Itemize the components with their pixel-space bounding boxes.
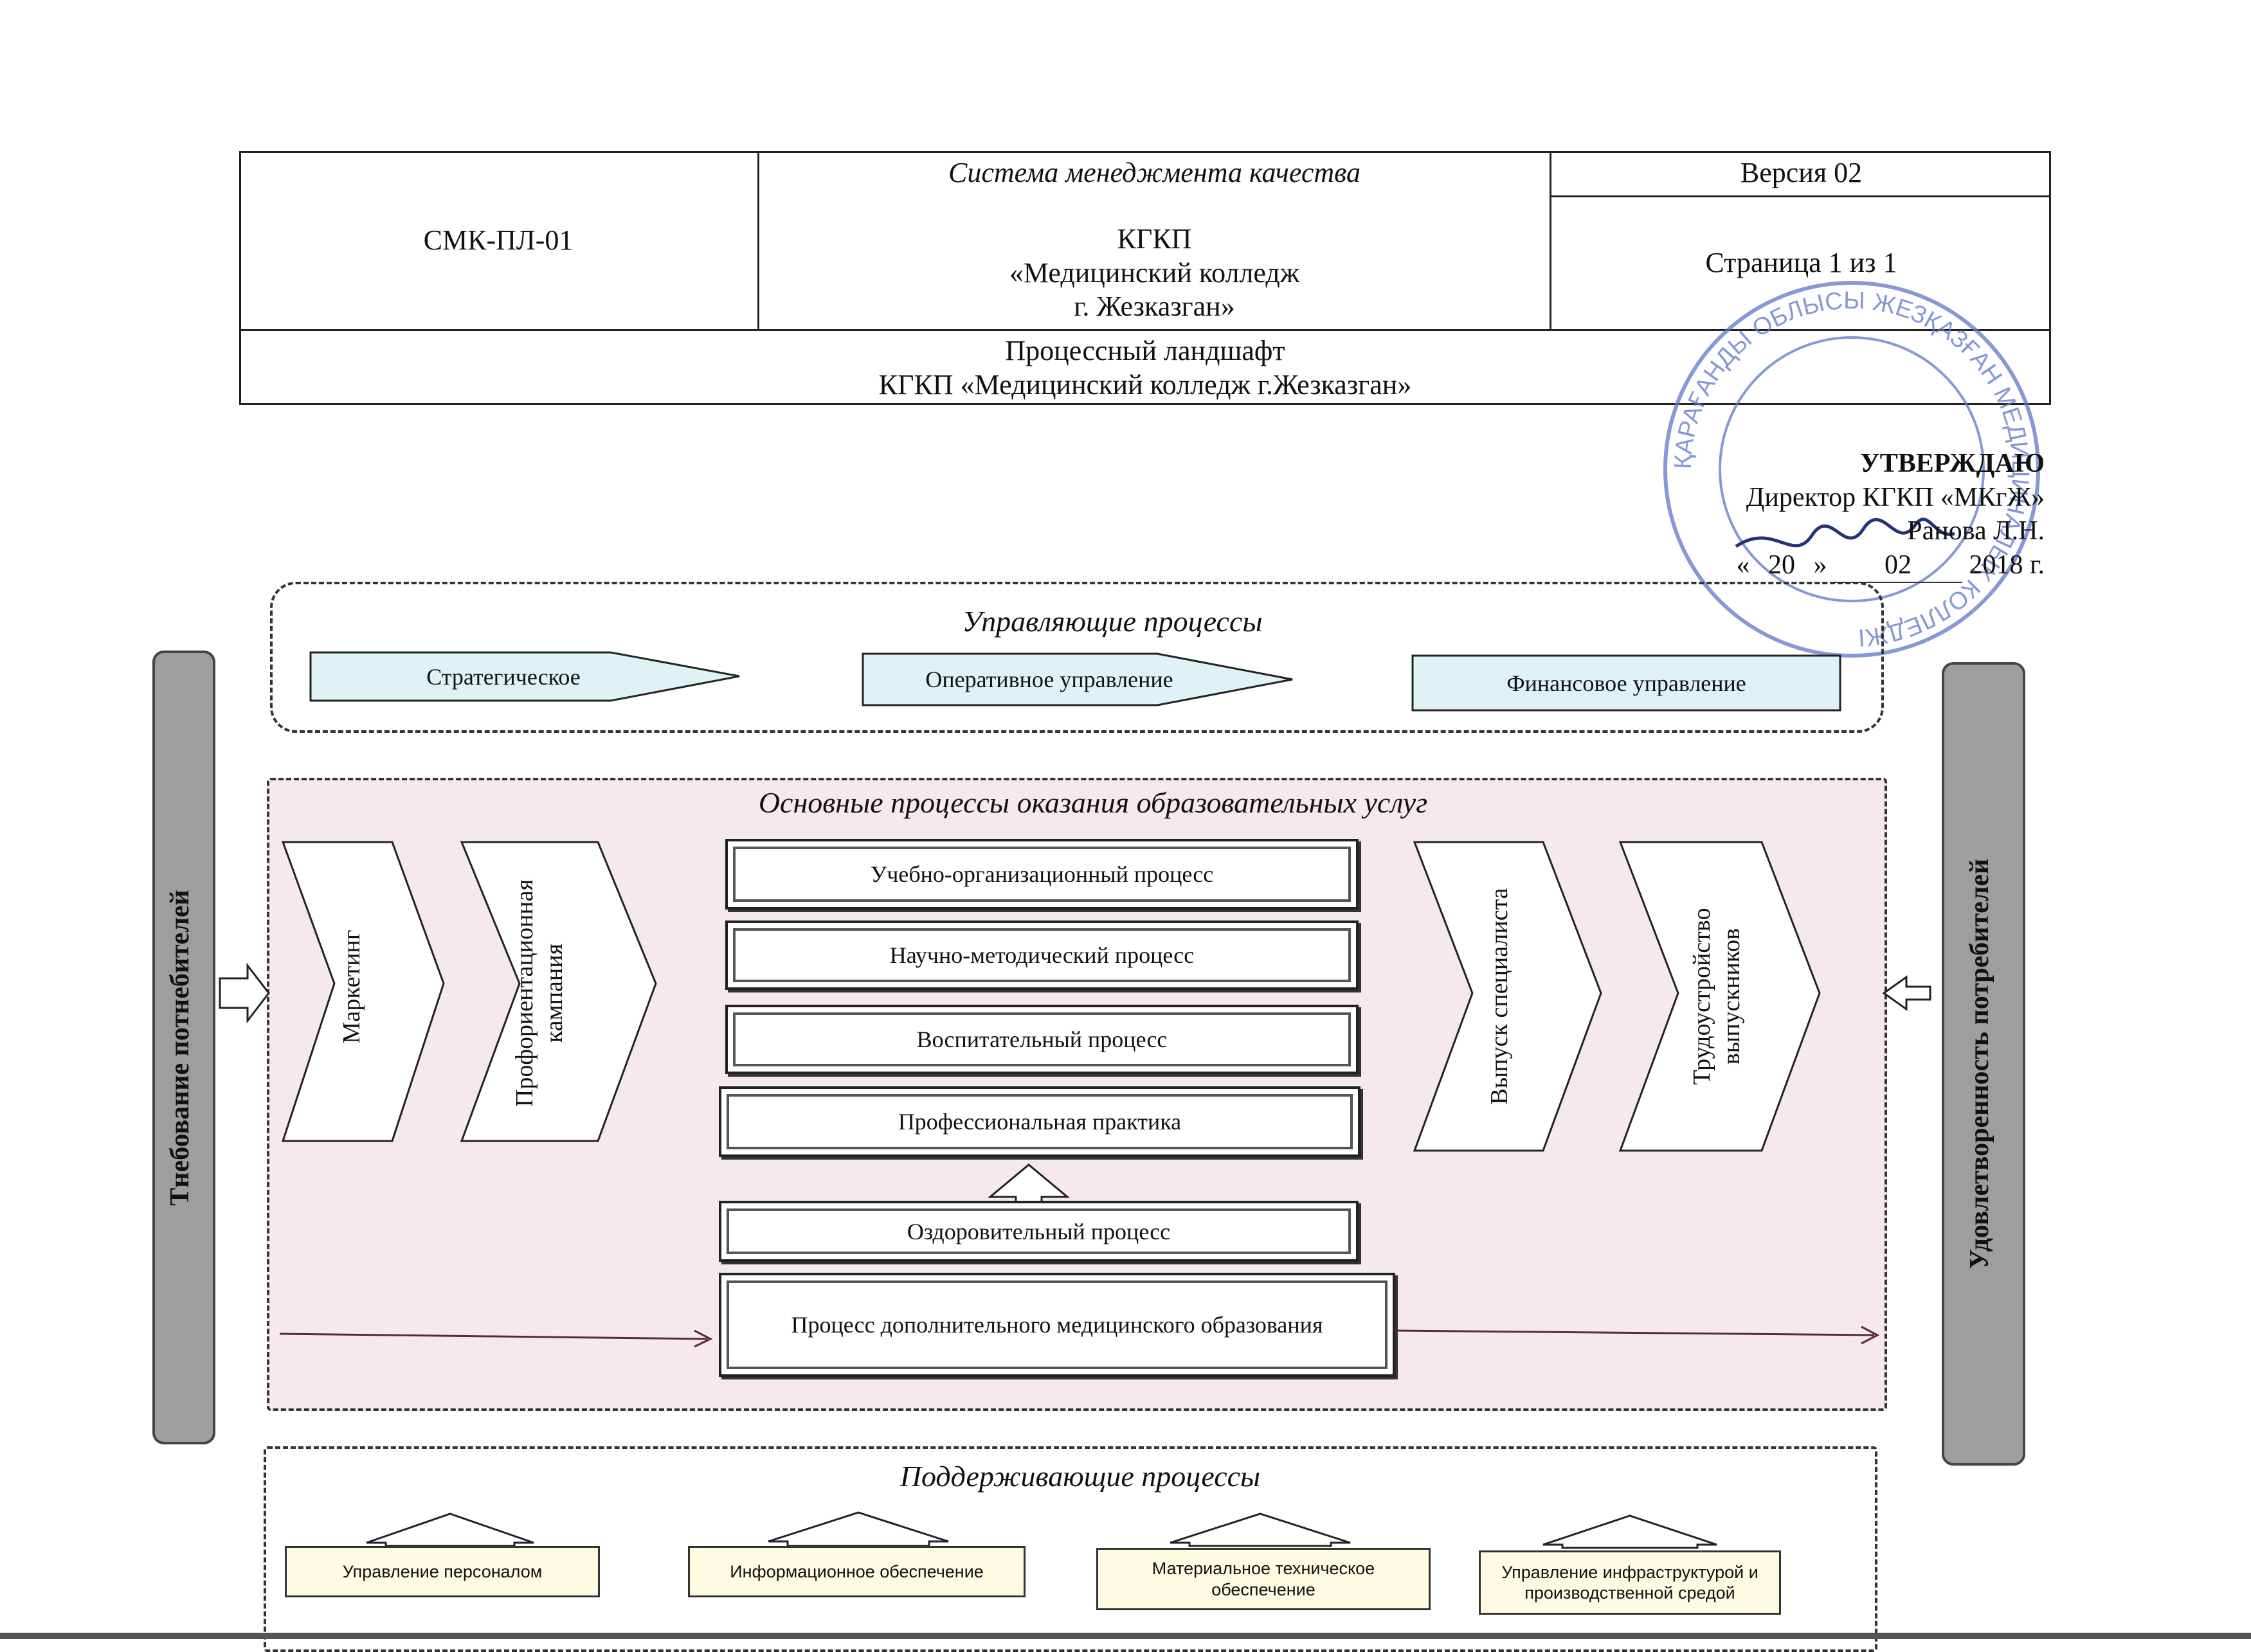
support-infrastructure: Управление инфраструктурой и производств…	[1479, 1550, 1781, 1615]
management-title: Управляющие процессы	[962, 605, 1263, 638]
approval-position: Директор КГКП «МКгЖ»	[1746, 482, 2045, 512]
process-additional-education: Процесс дополнительного медицинского обр…	[719, 1273, 1395, 1377]
org-line-1: КГКП	[1117, 222, 1192, 255]
version-cell: Версия 02	[1551, 151, 2051, 195]
header-divider	[239, 329, 2051, 331]
flow-arrowhead-out	[1861, 1325, 1880, 1345]
header-table	[239, 151, 2051, 405]
date-quote-open: «	[1736, 550, 1750, 580]
main-title: Основные процессы оказания образовательн…	[758, 786, 1428, 819]
support-arrow-4	[1542, 1514, 1717, 1549]
mgmt-strategic: Стратегическое	[426, 663, 581, 690]
support-title: Поддерживающие процессы	[899, 1460, 1261, 1493]
financial-shape	[1411, 654, 1841, 712]
org-line-3: г. Жезказган»	[1074, 291, 1235, 323]
date-day: 20	[1768, 550, 1795, 580]
approval-heading: УТВЕРЖДАЮ	[1859, 449, 2045, 478]
support-info: Информационное обеспечение	[688, 1546, 1026, 1597]
process-educational: Воспитательный процесс	[725, 1005, 1359, 1074]
doc-code: СМК-ПЛ-01	[423, 224, 574, 256]
qms-title: Система менеджмента качества	[948, 157, 1361, 188]
input-arrow	[219, 962, 270, 1024]
support-hr: Управление персоналом	[285, 1546, 600, 1597]
employment-chevron	[1618, 841, 1821, 1152]
page-number: Страница 1 из 1	[1705, 247, 1897, 279]
org-cell: Система менеджмента качества КГКП «Медиц…	[759, 151, 1550, 330]
graduation-chevron	[1413, 841, 1602, 1152]
process-health: Оздоровительный процесс	[719, 1201, 1359, 1262]
support-arrow-3	[1170, 1513, 1351, 1547]
mgmt-financial: Финансовое управление	[1506, 670, 1746, 696]
header-divider	[757, 151, 759, 330]
approval-signatory: Ранова Л.Н.	[1907, 516, 2045, 546]
flow-arrowhead-in	[694, 1329, 713, 1348]
management-section	[270, 582, 1884, 733]
strategic-shape	[309, 651, 740, 702]
support-arrow-1	[366, 1513, 534, 1547]
header-divider	[1550, 151, 1551, 330]
date-month: 02	[1834, 548, 1962, 583]
support-arrow-2	[768, 1511, 949, 1547]
page-cell: Страница 1 из 1	[1551, 197, 2051, 329]
operational-shape	[862, 652, 1293, 706]
date-quote-close: »	[1813, 550, 1827, 580]
support-material: Материальное техническое обеспечение	[1096, 1548, 1431, 1610]
header-divider	[1550, 195, 2051, 197]
process-methodical: Научно-методический процесс	[725, 920, 1359, 990]
doc-code-cell: СМК-ПЛ-01	[239, 151, 757, 330]
doc-title-cell: Процессный ландшафт КГКП «Медицинский ко…	[239, 331, 2051, 405]
mgmt-operational: Оперативное управление	[925, 667, 1173, 692]
flow-line-out	[1395, 1329, 1875, 1336]
scan-edge	[0, 1633, 2251, 1639]
date-year: 2018 г.	[1969, 550, 2045, 580]
flow-line-in	[279, 1333, 708, 1340]
process-academic: Учебно-организационный процесс	[725, 839, 1359, 910]
approval-date: « 20 » 02 2018 г.	[1672, 548, 2045, 583]
left-sidebar	[152, 651, 215, 1444]
doc-title-line-2: КГКП «Медицинский колледж г.Жезказган»	[878, 368, 1412, 400]
org-line-2: «Медицинский колледж	[1009, 256, 1300, 289]
approval-block: УТВЕРЖДАЮ Директор КГКП «МКгЖ» Ранова Л.…	[1672, 447, 2045, 583]
output-arrow	[1882, 975, 1931, 1011]
process-practice: Профессиональная практика	[719, 1086, 1361, 1157]
doc-title-line-1: Процессный ландшафт	[1005, 334, 1285, 366]
career-chevron	[460, 841, 657, 1142]
right-sidebar	[1942, 662, 2025, 1466]
marketing-chevron	[281, 841, 445, 1142]
version: Версия 02	[1740, 157, 1863, 189]
signature-scribble	[1735, 517, 1955, 548]
